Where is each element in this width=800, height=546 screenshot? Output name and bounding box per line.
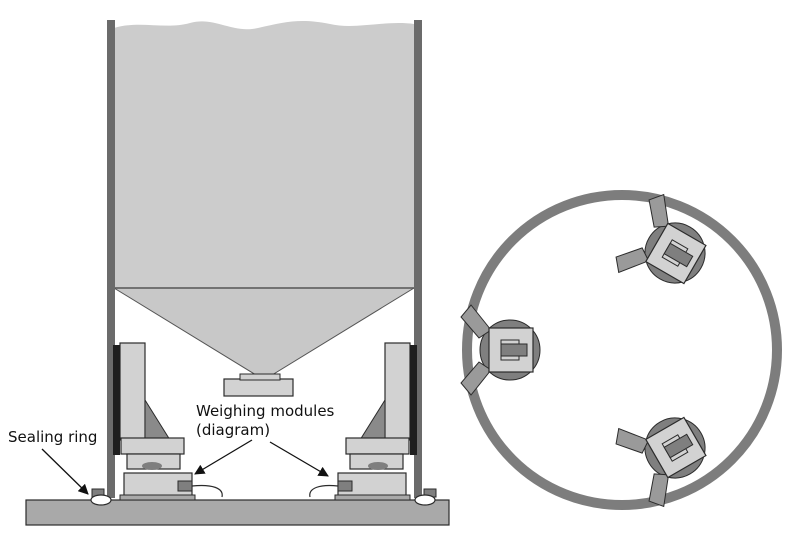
sealing-ring-left xyxy=(90,494,112,506)
hopper-outlet xyxy=(223,378,294,397)
hopper-side-view xyxy=(107,20,422,498)
weighing-module-right xyxy=(309,342,437,506)
cable-connector-right xyxy=(337,480,353,492)
label-weighing-modules-subtitle: (diagram) xyxy=(196,421,271,439)
hopper-wall-left xyxy=(107,20,115,498)
rubber-pad-right xyxy=(410,345,417,455)
hopper-cone xyxy=(112,287,416,376)
hopper-ring xyxy=(462,190,782,510)
module-bottom-right xyxy=(615,416,707,508)
hopper-wall-right xyxy=(414,20,422,498)
arrow-weighing-left xyxy=(194,439,253,475)
arrow-sealing-ring xyxy=(41,448,89,495)
arrow-weighing-right xyxy=(269,441,329,477)
cable-connector-left xyxy=(177,480,193,492)
rubber-pad-left xyxy=(113,345,120,455)
hopper-top-view xyxy=(460,190,782,510)
module-top-right xyxy=(615,193,707,285)
label-weighing-modules: Weighing modules xyxy=(196,402,335,420)
weighing-module-left xyxy=(90,342,223,506)
module-left xyxy=(460,304,541,396)
sealing-ring-right xyxy=(414,494,436,506)
hopper-body xyxy=(114,21,414,289)
cable-left xyxy=(191,484,223,498)
cable-right xyxy=(309,484,339,498)
label-sealing-ring: Sealing ring xyxy=(8,428,98,446)
base-plate xyxy=(25,499,450,526)
